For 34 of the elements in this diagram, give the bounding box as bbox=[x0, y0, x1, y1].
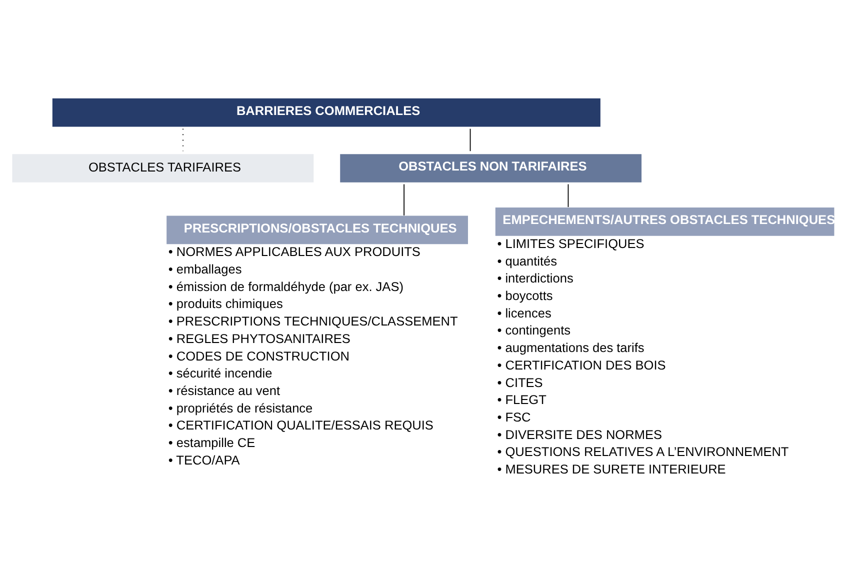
node-box: BARRIERES COMMERCIALES bbox=[52, 98, 600, 127]
node-label: • estampille CE bbox=[168, 435, 256, 450]
node-label: • émission de formaldéhyde (par ex. JAS) bbox=[168, 278, 404, 294]
node-label: • propriétés de résistance bbox=[168, 400, 313, 416]
node-label: • TECO/APA bbox=[168, 452, 240, 468]
node-label: • CERTIFICATION DES BOIS bbox=[497, 357, 666, 372]
node-label: • FSC bbox=[497, 409, 531, 424]
node-label: • augmentations des tarifs bbox=[497, 340, 644, 356]
connector bbox=[470, 128, 471, 152]
node-box: PRESCRIPTIONS/OBSTACLES TECHNIQUES bbox=[166, 216, 468, 244]
node-label: • CERTIFICATION QUALITE/ESSAIS REQUIS bbox=[168, 418, 434, 433]
node-label: • produits chimiques bbox=[168, 296, 283, 312]
node-label: • MESURES DE SURETE INTERIEURE bbox=[497, 462, 726, 477]
node-label: • interdictions bbox=[497, 270, 574, 286]
node-label: • boycotts bbox=[497, 288, 553, 303]
node-label: • NORMES APPLICABLES AUX PRODUITS bbox=[168, 244, 420, 260]
node-label: • REGLES PHYTOSANITAIRES bbox=[168, 330, 350, 346]
node-label: • CITES bbox=[497, 374, 543, 390]
node-label: • quantités bbox=[497, 253, 558, 268]
node-label: • QUESTIONS RELATIVES A L’ENVIRONNEMENT bbox=[497, 444, 789, 460]
node-label: • LIMITES SPECIFIQUES bbox=[497, 236, 644, 251]
connector bbox=[568, 184, 569, 208]
node-box: EMPECHEMENTS/AUTRES OBSTACLES TECHNIQUES bbox=[495, 208, 834, 236]
node-label: • emballages bbox=[168, 261, 242, 276]
connector bbox=[182, 128, 184, 152]
node-label: • résistance au vent bbox=[168, 382, 280, 398]
node-label: • licences bbox=[497, 305, 552, 320]
node-label: • DIVERSITE DES NORMES bbox=[497, 426, 662, 442]
node-box: OBSTACLES NON TARIFAIRES bbox=[340, 154, 642, 182]
node-label: • contingents bbox=[497, 322, 571, 338]
node-label: • sécurité incendie bbox=[168, 366, 272, 381]
node-label: • PRESCRIPTIONS TECHNIQUES/CLASSEMENT bbox=[168, 314, 458, 329]
node-label: • FLEGT bbox=[497, 392, 546, 408]
node-label: • CODES DE CONSTRUCTION bbox=[168, 348, 350, 364]
